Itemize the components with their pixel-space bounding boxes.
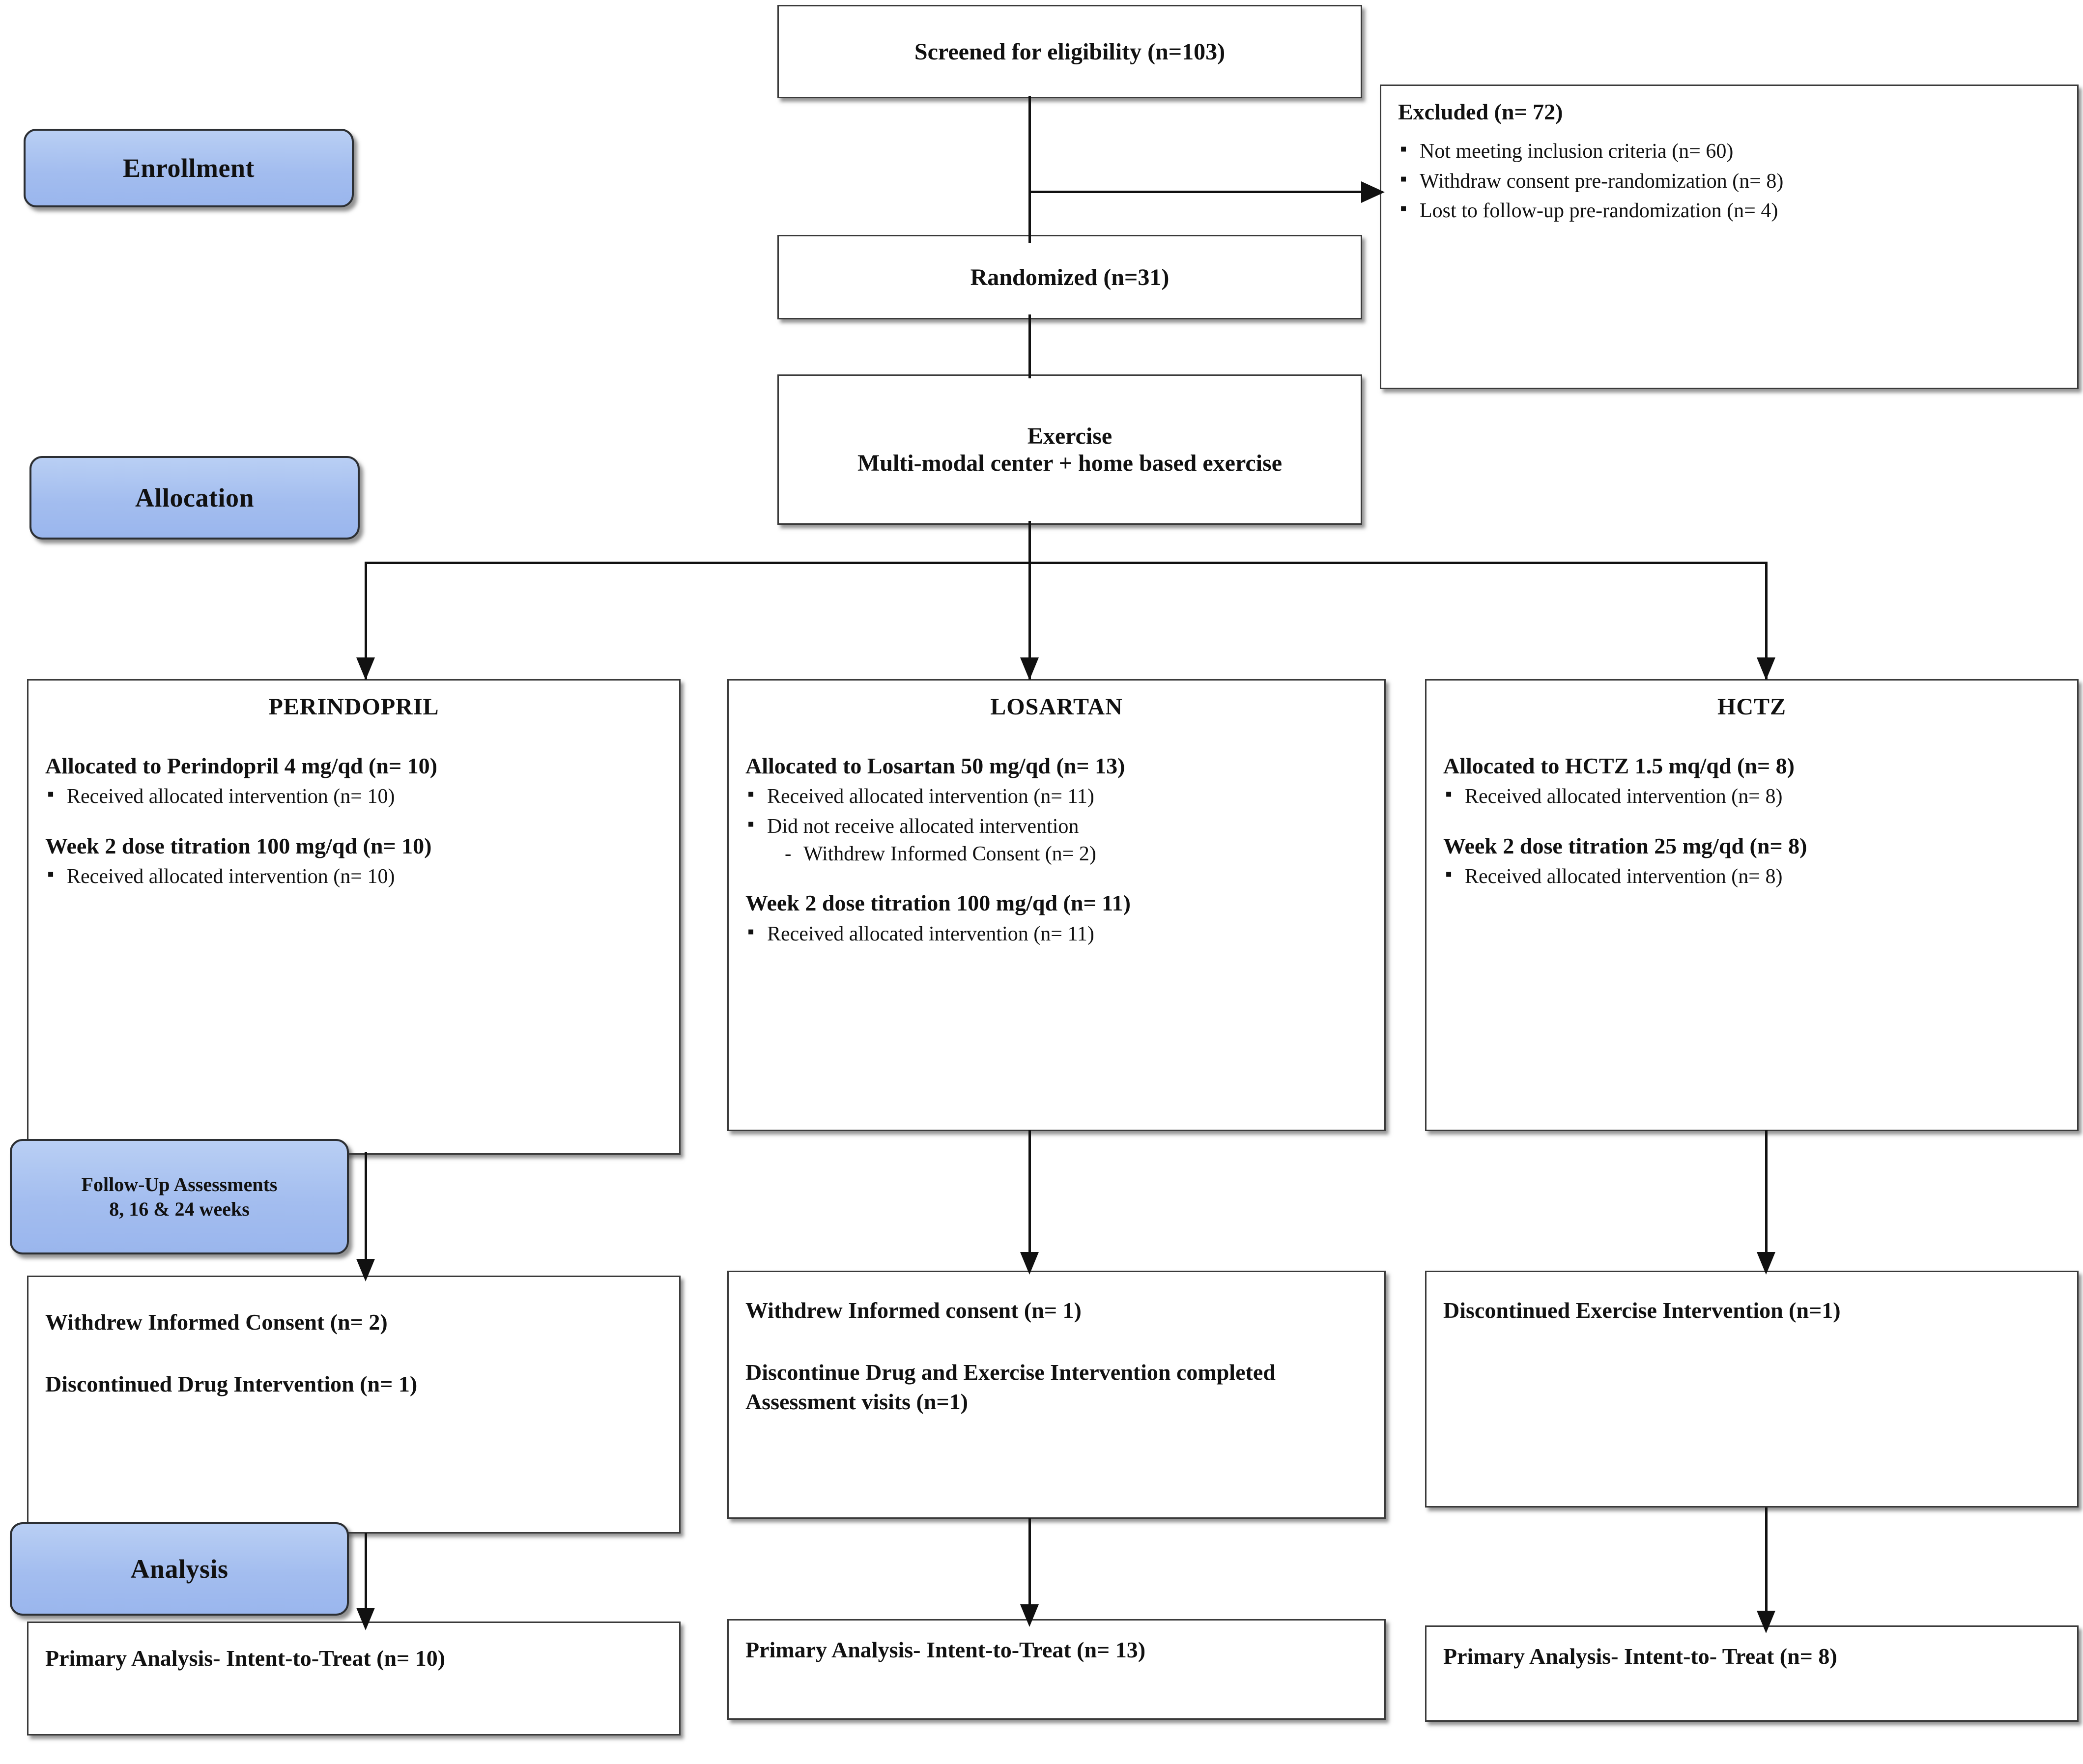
followup-line: Withdrew Informed consent (n= 1) [745, 1298, 1082, 1323]
stage-followup-text-line2: 8, 16 & 24 weeks [109, 1197, 250, 1220]
stage-analysis-text: Analysis [130, 1554, 228, 1584]
connector-screened-to-excluded [1028, 191, 1368, 193]
stage-label-enrollment: Enrollment [24, 129, 354, 207]
arm-titration-heading-perindopril: Week 2 dose titration 100 mg/qd (n= 10) [45, 833, 432, 858]
stage-label-follow-up: Follow-Up Assessments 8, 16 & 24 weeks [10, 1139, 349, 1254]
connector-perindopril-to-followup [365, 1152, 367, 1273]
arrow-to-arm-hctz [1757, 657, 1775, 680]
excluded-heading: Excluded (n= 72) [1398, 99, 1563, 124]
connector-allocation-bus [365, 562, 1766, 564]
exercise-line-2: Multi-modal center + home based exercise [857, 450, 1283, 476]
arrow-losartan-followup [1020, 1252, 1039, 1275]
arm-titration-heading-losartan: Week 2 dose titration 100 mg/qd (n= 11) [745, 890, 1131, 916]
exercise-box: Exercise Multi-modal center + home based… [777, 374, 1362, 525]
arm-allocation-item: Received allocated intervention (n= 8) [1443, 782, 2060, 809]
stage-label-analysis: Analysis [10, 1522, 349, 1616]
connector-randomized-to-exercise [1028, 314, 1031, 378]
connector-screened-to-randomized [1028, 96, 1031, 243]
arm-allocation-item: Received allocated intervention (n= 11) [745, 782, 1368, 809]
arm-titration-list-losartan: Received allocated intervention (n= 11) [745, 920, 1368, 946]
followup-box-losartan: Withdrew Informed consent (n= 1) Discont… [727, 1271, 1386, 1519]
arm-allocation-list-hctz: Received allocated intervention (n= 8) [1443, 782, 2060, 809]
excluded-reason-item: Lost to follow-up pre-randomization (n= … [1398, 197, 2060, 223]
connector-hctz-to-followup [1765, 1130, 1768, 1265]
followup-line: Discontinued Exercise Intervention (n=1) [1443, 1298, 1841, 1323]
arm-allocation-subitem: Withdrew Informed Consent (n= 2) [745, 842, 1368, 866]
arm-titration-item: Received allocated intervention (n= 11) [745, 920, 1368, 946]
arm-allocation-item: Did not receive allocated intervention [745, 812, 1368, 839]
exercise-line-1: Exercise [1027, 423, 1113, 449]
followup-line: Withdrew Informed Consent (n= 2) [45, 1309, 388, 1335]
screened-label: Screened for eligibility (n=103) [914, 38, 1226, 65]
connector-exercise-down [1028, 521, 1031, 564]
connector-branch-left [365, 562, 367, 680]
analysis-label: Primary Analysis- Intent-to- Treat (n= 8… [1443, 1644, 1837, 1669]
stage-allocation-text: Allocation [135, 483, 254, 512]
analysis-label: Primary Analysis- Intent-to-Treat (n= 10… [45, 1646, 446, 1671]
arm-allocation-heading-perindopril: Allocated to Perindopril 4 mg/qd (n= 10) [45, 753, 437, 778]
arm-title-losartan: LOSARTAN [990, 694, 1123, 720]
arm-title-perindopril: PERINDOPRIL [268, 694, 439, 720]
arrow-losartan-analysis [1020, 1604, 1039, 1627]
arm-allocation-list-perindopril: Received allocated intervention (n= 10) [45, 782, 662, 809]
arm-box-losartan: LOSARTAN Allocated to Losartan 50 mg/qd … [727, 679, 1386, 1131]
arm-titration-list-hctz: Received allocated intervention (n= 8) [1443, 862, 2060, 889]
stage-label-allocation: Allocation [29, 456, 360, 540]
arm-box-perindopril: PERINDOPRIL Allocated to Perindopril 4 m… [27, 679, 681, 1155]
analysis-label: Primary Analysis- Intent-to-Treat (n= 13… [745, 1637, 1146, 1662]
arrow-perindopril-followup [356, 1259, 375, 1281]
followup-line: Discontinued Drug Intervention (n= 1) [45, 1371, 418, 1396]
stage-enrollment-text: Enrollment [122, 153, 255, 183]
analysis-box-perindopril: Primary Analysis- Intent-to-Treat (n= 10… [27, 1622, 681, 1736]
arm-box-hctz: HCTZ Allocated to HCTZ 1.5 mq/qd (n= 8) … [1425, 679, 2079, 1131]
arm-allocation-heading-hctz: Allocated to HCTZ 1.5 mq/qd (n= 8) [1443, 753, 1795, 778]
arm-titration-item: Received allocated intervention (n= 8) [1443, 862, 2060, 889]
excluded-reason-item: Withdraw consent pre-randomization (n= 8… [1398, 167, 2060, 194]
arrow-to-excluded [1361, 181, 1385, 203]
randomized-label: Randomized (n=31) [970, 264, 1170, 290]
arrow-hctz-analysis [1757, 1611, 1775, 1633]
arm-titration-item: Received allocated intervention (n= 10) [45, 862, 662, 889]
arm-allocation-item: Received allocated intervention (n= 10) [45, 782, 662, 809]
followup-box-hctz: Discontinued Exercise Intervention (n=1) [1425, 1271, 2079, 1508]
followup-box-perindopril: Withdrew Informed Consent (n= 2) Discont… [27, 1276, 681, 1534]
excluded-reason-list: Not meeting inclusion criteria (n= 60) W… [1398, 137, 2060, 223]
excluded-reason-item: Not meeting inclusion criteria (n= 60) [1398, 137, 2060, 164]
arm-allocation-list-losartan: Received allocated intervention (n= 11) … [745, 782, 1368, 866]
arm-title-hctz: HCTZ [1717, 694, 1787, 720]
arrow-to-arm-losartan [1020, 657, 1039, 680]
connector-branch-mid [1028, 562, 1031, 680]
analysis-box-losartan: Primary Analysis- Intent-to-Treat (n= 13… [727, 1619, 1386, 1720]
arm-titration-list-perindopril: Received allocated intervention (n= 10) [45, 862, 662, 889]
excluded-box: Excluded (n= 72) Not meeting inclusion c… [1380, 85, 2079, 389]
arrow-perindopril-analysis [356, 1608, 375, 1630]
analysis-box-hctz: Primary Analysis- Intent-to- Treat (n= 8… [1425, 1625, 2079, 1722]
stage-followup-text-line1: Follow-Up Assessments [81, 1173, 278, 1195]
arm-titration-heading-hctz: Week 2 dose titration 25 mg/qd (n= 8) [1443, 833, 1807, 858]
connector-losartan-to-analysis [1028, 1518, 1031, 1619]
followup-line: Discontinue Drug and Exercise Interventi… [745, 1359, 1276, 1414]
connector-perindopril-to-analysis [365, 1533, 367, 1622]
arrow-to-arm-perindopril [356, 657, 375, 680]
connector-losartan-to-followup [1028, 1130, 1031, 1265]
screened-box: Screened for eligibility (n=103) [777, 5, 1362, 98]
arrow-hctz-followup [1757, 1252, 1775, 1275]
connector-branch-right [1765, 562, 1768, 680]
connector-hctz-to-analysis [1765, 1508, 1768, 1625]
arm-allocation-heading-losartan: Allocated to Losartan 50 mg/qd (n= 13) [745, 753, 1125, 778]
randomized-box: Randomized (n=31) [777, 235, 1362, 319]
